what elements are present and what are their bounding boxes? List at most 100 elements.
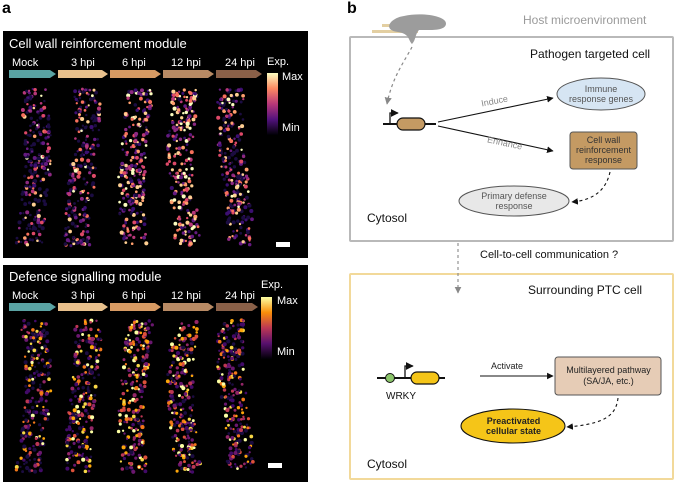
expression-dot <box>97 373 101 377</box>
expression-dot <box>135 185 140 190</box>
expression-dot <box>24 216 27 220</box>
expression-dot <box>227 362 231 366</box>
expression-dot <box>241 411 245 415</box>
cell-wall-timeline-arrows <box>9 70 262 248</box>
expression-dot <box>250 457 254 461</box>
expression-dot <box>143 469 148 474</box>
expression-dot <box>31 353 35 357</box>
expression-dot <box>241 93 245 98</box>
preactivated-label: Preactivated cellular state <box>485 416 542 436</box>
expression-dot <box>32 155 37 161</box>
expression-dot <box>39 428 43 432</box>
expression-dot <box>14 465 19 469</box>
expression-dot <box>130 323 134 326</box>
expression-dot <box>89 125 94 130</box>
expression-dot <box>77 413 81 417</box>
expression-dot <box>35 441 40 447</box>
expression-dot <box>182 203 185 206</box>
expression-dot <box>183 369 187 373</box>
expression-dot <box>188 99 193 103</box>
expression-dot <box>141 358 145 363</box>
expression-dot <box>135 336 140 342</box>
expression-dot <box>142 165 146 169</box>
expression-dot <box>68 229 72 234</box>
expression-dot <box>228 375 232 379</box>
arrow-12hpi <box>163 70 214 78</box>
expression-dot <box>134 330 139 335</box>
expression-dot <box>187 177 191 180</box>
expression-dot <box>128 339 132 342</box>
expression-dot <box>63 242 68 246</box>
expression-dot <box>29 342 33 345</box>
expression-dot <box>149 92 153 96</box>
expression-dot <box>87 243 92 247</box>
ptc-title: Pathogen targeted cell <box>530 47 651 61</box>
expression-dot <box>146 349 150 354</box>
expression-dot <box>180 427 185 432</box>
expression-dot <box>137 142 142 147</box>
expression-dot <box>233 387 237 392</box>
expression-dot <box>173 337 177 340</box>
expression-dot <box>93 393 97 397</box>
expression-dot <box>85 391 88 395</box>
expression-dot <box>31 231 36 236</box>
expression-dot <box>236 207 241 212</box>
expression-dot <box>221 173 224 177</box>
expression-dot <box>134 115 138 119</box>
timepoint-label: 6 hpi <box>122 290 146 302</box>
expression-dot <box>143 100 147 104</box>
expression-dot <box>194 334 199 339</box>
expression-dot <box>81 376 85 380</box>
expression-dot <box>227 237 231 241</box>
expression-dot <box>189 150 194 155</box>
expression-dot <box>234 92 239 97</box>
expression-dot <box>28 227 32 230</box>
expression-dot <box>31 396 34 400</box>
expression-dot <box>143 169 147 174</box>
expression-dot <box>191 461 194 465</box>
expression-dot <box>245 406 248 410</box>
expression-dot <box>230 435 235 440</box>
expression-dot <box>188 381 193 386</box>
expression-dot <box>241 322 246 327</box>
expression-dot <box>131 206 136 211</box>
expression-dot <box>137 442 141 446</box>
expression-dot <box>193 345 197 348</box>
expression-dot <box>171 411 174 415</box>
expression-dot <box>125 142 128 145</box>
expression-dot <box>238 350 242 354</box>
expression-dot <box>249 440 254 445</box>
expression-dot <box>222 352 226 357</box>
expression-dot <box>86 223 90 228</box>
expression-dot <box>127 199 132 204</box>
expression-dot <box>124 337 128 341</box>
expression-dot <box>134 385 139 390</box>
expression-dot <box>122 227 126 230</box>
expression-dot <box>240 220 245 225</box>
expression-dot <box>175 133 179 137</box>
expression-dot <box>123 340 128 345</box>
expression-dot <box>39 383 42 386</box>
expression-dot <box>143 322 148 326</box>
expression-dot <box>174 373 177 377</box>
expression-dot <box>28 109 31 112</box>
expression-dot <box>34 400 38 404</box>
expression-dot <box>219 132 222 135</box>
expression-dot <box>134 151 138 155</box>
expression-dot <box>119 170 124 174</box>
expression-dot <box>144 241 149 246</box>
expression-dot <box>220 373 224 376</box>
expression-dot <box>118 422 122 426</box>
expression-dot <box>243 184 248 189</box>
expression-dot <box>135 380 139 383</box>
expression-dot <box>172 398 175 402</box>
expression-dot <box>138 96 143 101</box>
expression-dot <box>25 227 29 230</box>
expression-dot <box>83 206 87 210</box>
expression-dot <box>188 133 193 137</box>
expression-dot <box>144 117 148 122</box>
expression-dot <box>31 122 35 126</box>
expression-dot <box>41 360 45 363</box>
expression-dot <box>191 210 196 215</box>
defence-expression-dots <box>14 318 255 474</box>
